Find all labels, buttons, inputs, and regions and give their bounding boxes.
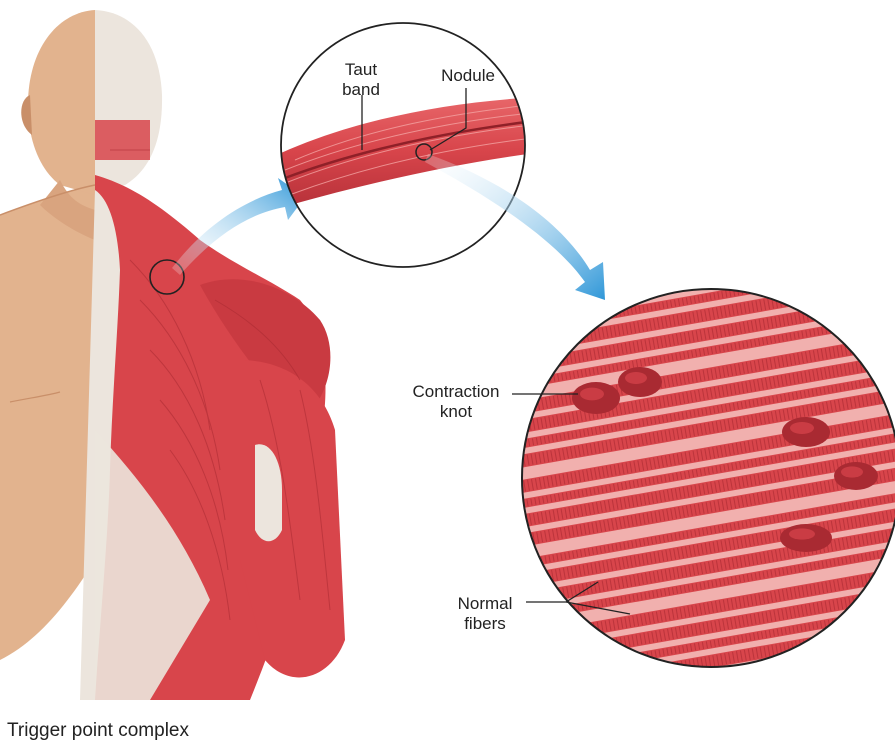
contraction-knot-label: Contraction knot — [400, 382, 512, 422]
taut-band-inset — [270, 23, 560, 267]
taut-band-label: Taut band — [326, 60, 396, 100]
fiber-inset — [447, 232, 895, 742]
head-tendon — [95, 10, 162, 195]
nodule-label: Nodule — [428, 66, 508, 86]
torso-skin — [0, 185, 95, 660]
zoom-arrow-1 — [172, 178, 305, 275]
normal-fibers-label: Normal fibers — [446, 594, 524, 634]
neck-muscle-upper — [95, 120, 150, 160]
caption: Trigger point complex — [7, 720, 189, 742]
head-skin — [28, 10, 95, 195]
